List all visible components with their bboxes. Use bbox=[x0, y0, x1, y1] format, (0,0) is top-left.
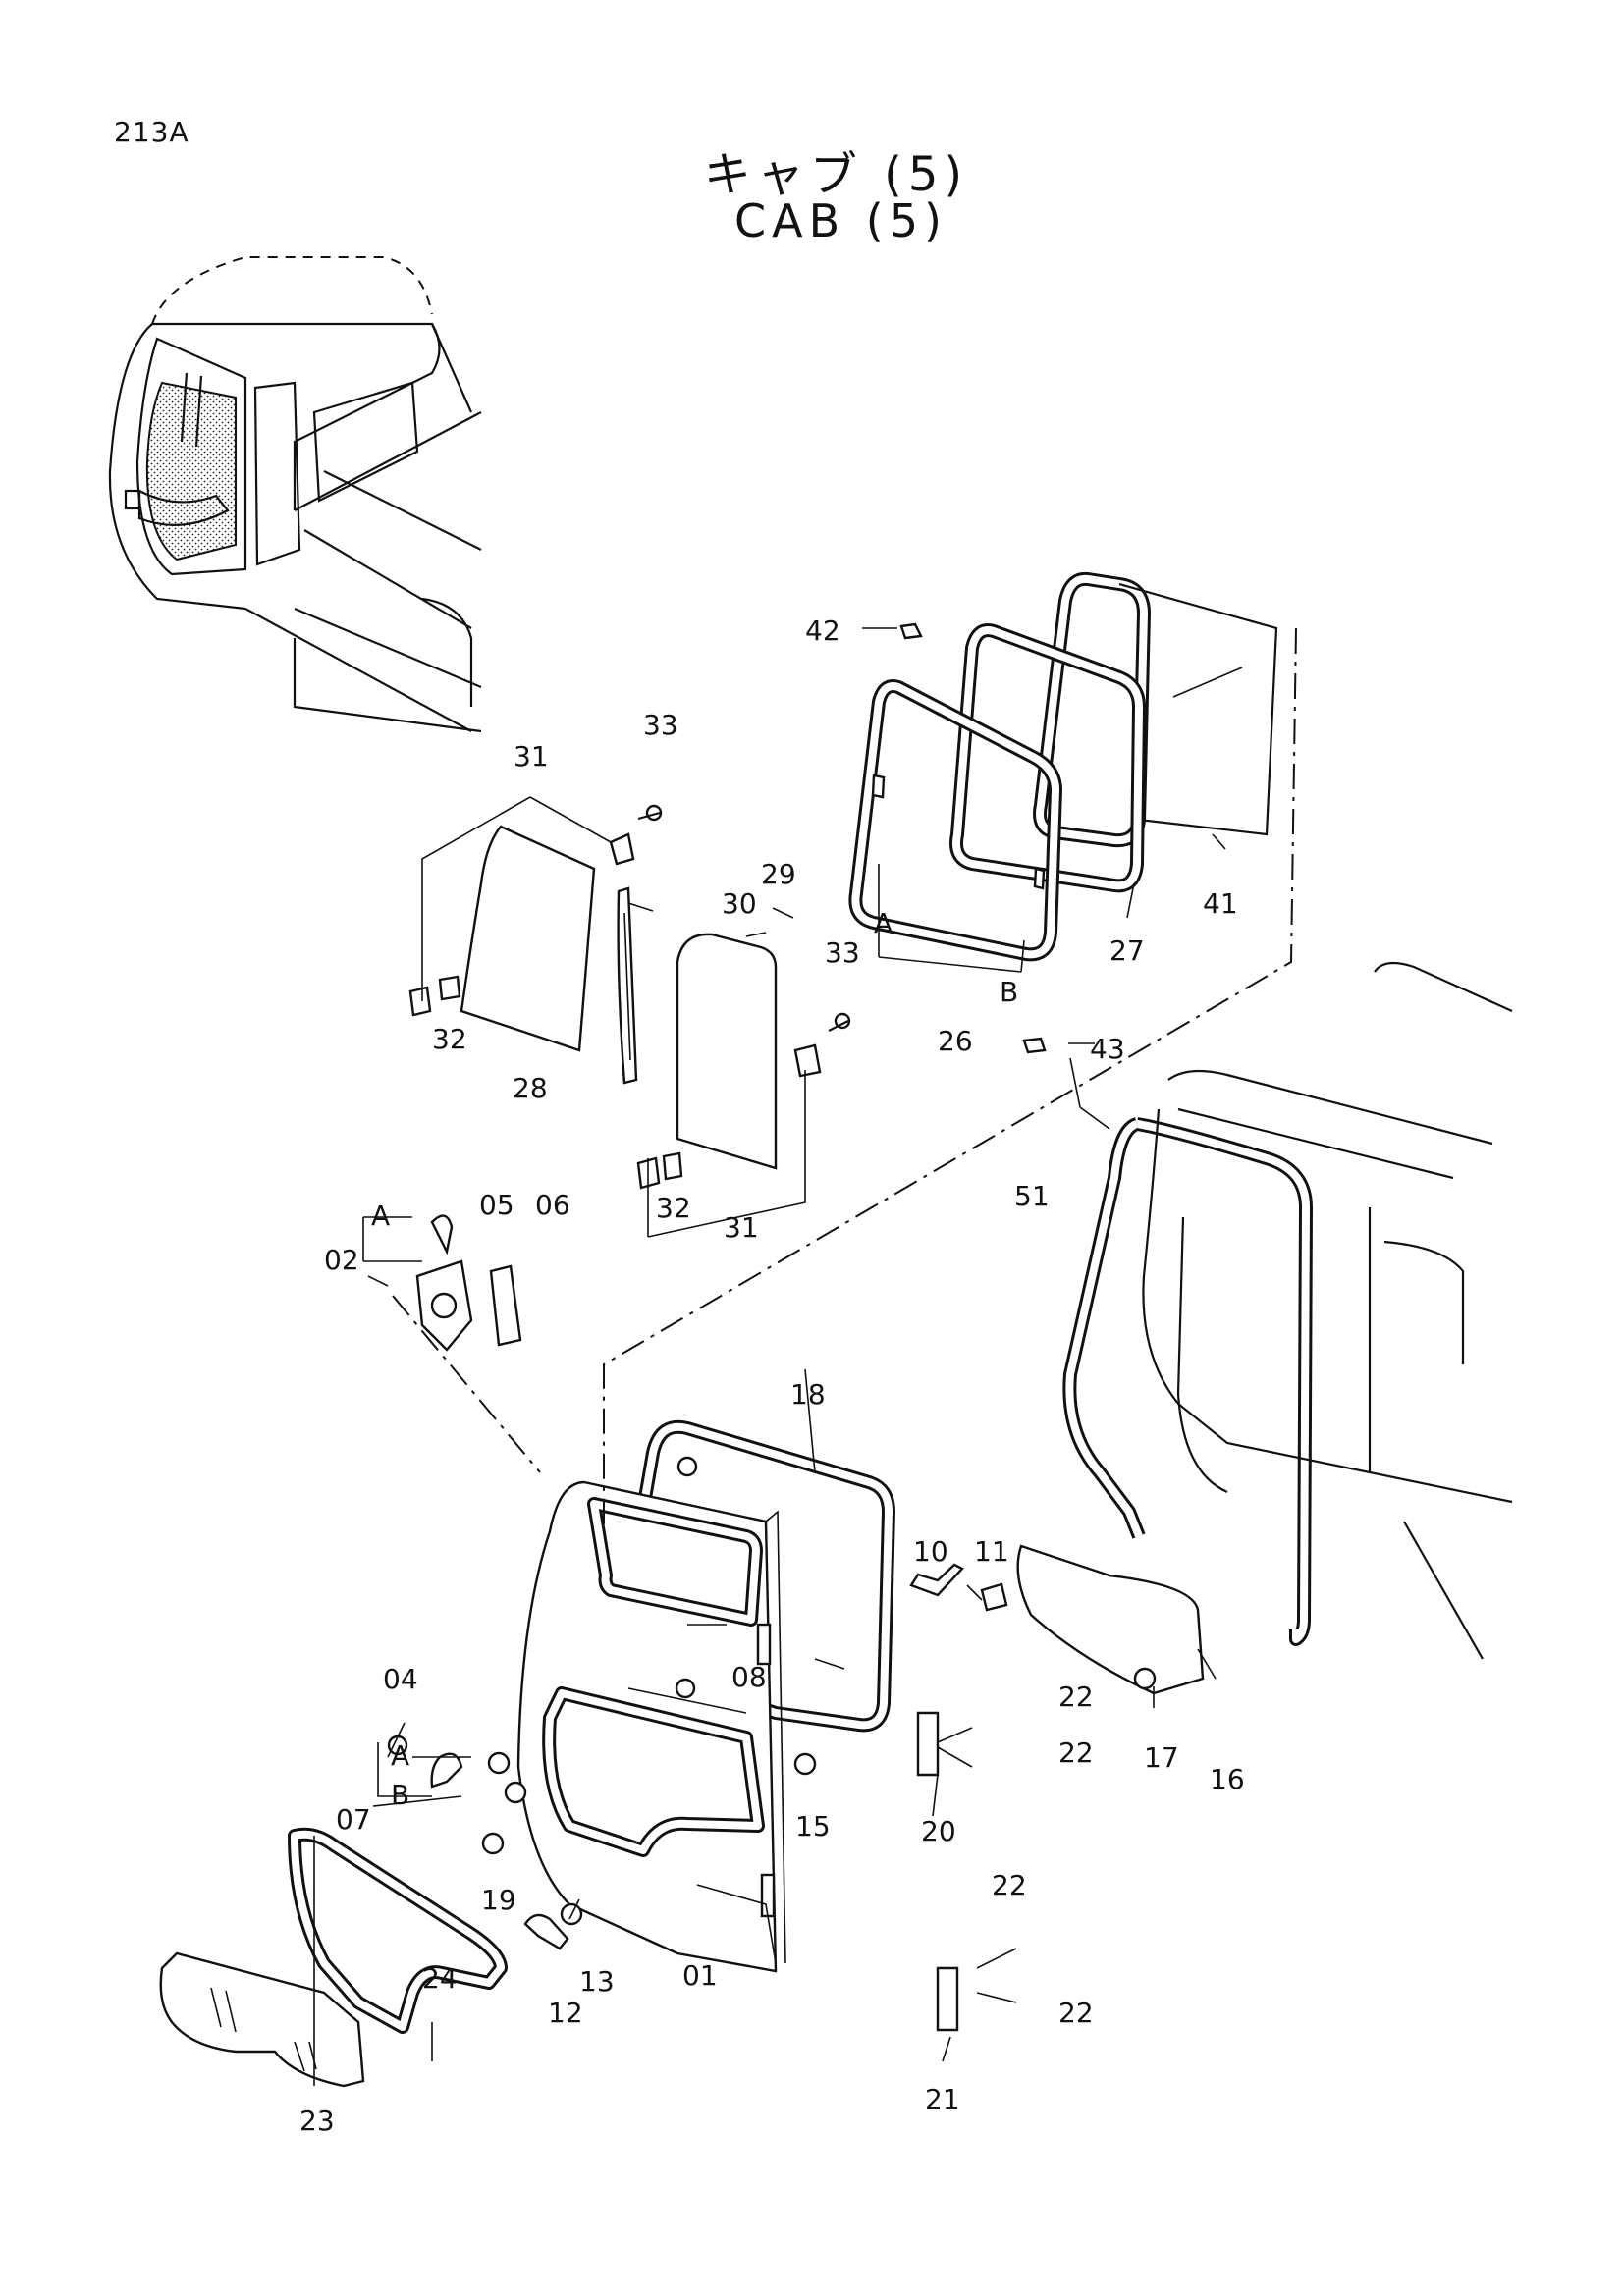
callout-30: 30 bbox=[722, 887, 757, 920]
callout-20: 20 bbox=[921, 1815, 956, 1847]
callout-51: 51 bbox=[1014, 1180, 1050, 1212]
callout-15: 15 bbox=[795, 1810, 831, 1842]
callout-21: 21 bbox=[925, 2083, 960, 2115]
callout-26: 26 bbox=[938, 1025, 973, 1057]
page-number: 213A bbox=[114, 116, 189, 148]
callout-19: 19 bbox=[481, 1884, 516, 1916]
label-b-top: B bbox=[1000, 976, 1018, 1008]
label-a-handle: A bbox=[391, 1739, 409, 1772]
callout-23: 23 bbox=[299, 2105, 335, 2137]
callout-33-lower: 33 bbox=[825, 936, 860, 969]
title-japanese: キャブ (5) bbox=[703, 147, 969, 202]
callout-01: 01 bbox=[682, 1959, 718, 1992]
callout-05: 05 bbox=[479, 1189, 514, 1221]
cab-overview-illustration bbox=[108, 256, 482, 733]
callout-31-upper: 31 bbox=[514, 740, 549, 773]
door-opening-seal bbox=[1062, 961, 1513, 1660]
door-lower-glass bbox=[159, 1827, 508, 2088]
callout-42: 42 bbox=[805, 614, 840, 647]
callout-27: 27 bbox=[1109, 934, 1145, 967]
sliding-window-assembly bbox=[408, 804, 851, 1190]
callout-16: 16 bbox=[1210, 1763, 1245, 1795]
callout-22-c: 22 bbox=[992, 1869, 1027, 1901]
label-b-handle: B bbox=[391, 1779, 409, 1811]
rear-window-frames bbox=[848, 571, 1278, 1054]
callout-07: 07 bbox=[336, 1803, 371, 1836]
title-english: CAB (5) bbox=[734, 194, 947, 247]
callout-18: 18 bbox=[790, 1378, 826, 1411]
part-callouts: 42 43 41 27 26 A B 31 33 32 28 30 29 33 … bbox=[299, 614, 1245, 2137]
hinges-and-brackets bbox=[909, 1544, 1205, 2032]
callout-33-upper: 33 bbox=[643, 709, 678, 741]
callout-12: 12 bbox=[548, 1997, 583, 2029]
label-a-top: A bbox=[874, 907, 893, 939]
callout-22-d: 22 bbox=[1058, 1997, 1094, 2029]
callout-28: 28 bbox=[513, 1072, 548, 1104]
callout-29: 29 bbox=[761, 858, 796, 890]
callout-32-upper: 32 bbox=[432, 1023, 467, 1055]
callout-04: 04 bbox=[383, 1663, 418, 1695]
callout-13: 13 bbox=[579, 1965, 615, 1998]
callout-32-lower: 32 bbox=[656, 1192, 691, 1224]
label-a-latch: A bbox=[371, 1200, 390, 1232]
callout-31-lower: 31 bbox=[724, 1211, 759, 1244]
callout-22-a: 22 bbox=[1058, 1681, 1094, 1713]
callout-43: 43 bbox=[1090, 1033, 1125, 1065]
callout-10: 10 bbox=[913, 1535, 948, 1568]
callout-02: 02 bbox=[324, 1244, 359, 1276]
callout-08: 08 bbox=[731, 1661, 767, 1693]
callout-22-b: 22 bbox=[1058, 1736, 1094, 1769]
callout-11: 11 bbox=[974, 1535, 1009, 1568]
callout-41: 41 bbox=[1203, 887, 1238, 920]
callout-24: 24 bbox=[422, 1962, 458, 1995]
latch-and-handle-parts bbox=[387, 1214, 696, 1950]
leader-lines bbox=[313, 627, 1297, 2086]
callout-06: 06 bbox=[535, 1189, 570, 1221]
door-assembly bbox=[516, 1419, 895, 1973]
callout-17: 17 bbox=[1144, 1741, 1179, 1774]
